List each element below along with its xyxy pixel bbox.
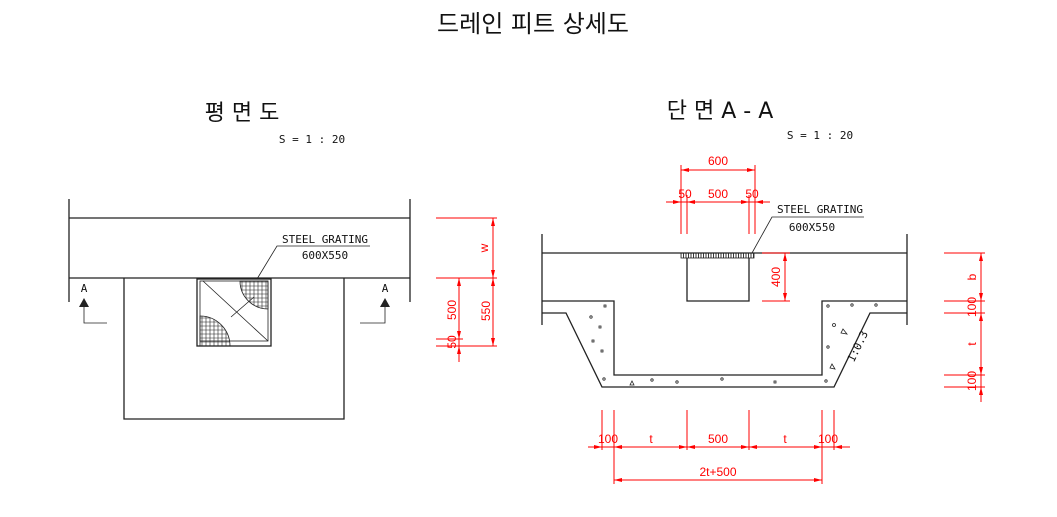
plan-scale: S = 1 : 20 xyxy=(279,133,345,146)
depth-dimension: 400 xyxy=(762,252,790,302)
plan-dimensions: w 500 550 50 xyxy=(436,217,497,362)
section-mark-right: A xyxy=(360,282,390,324)
svg-text:100: 100 xyxy=(818,432,838,446)
section-scale: S = 1 : 20 xyxy=(787,129,853,142)
svg-text:b: b xyxy=(965,273,979,280)
svg-text:t: t xyxy=(965,342,979,346)
section-heading: 단 면 A - A xyxy=(667,99,774,124)
section-top-dimensions: 600 50 500 50 xyxy=(666,154,770,234)
svg-text:100: 100 xyxy=(598,432,618,446)
svg-text:A: A xyxy=(81,282,88,295)
grating-section xyxy=(680,252,755,259)
svg-text:A: A xyxy=(382,282,389,295)
svg-text:500: 500 xyxy=(445,300,459,320)
svg-text:w: w xyxy=(477,243,491,253)
svg-text:100: 100 xyxy=(965,371,979,391)
section-view: 단 면 A - A S = 1 : 20 1:0.3 STEEL GRATING… xyxy=(541,99,985,484)
section-grating-label: STEEL GRATING xyxy=(777,203,863,216)
svg-text:t: t xyxy=(783,432,787,446)
drawing-title: 드레인 피트 상세도 xyxy=(437,10,629,38)
plan-grating-label: STEEL GRATING xyxy=(282,233,368,246)
svg-text:100: 100 xyxy=(965,297,979,317)
svg-text:50: 50 xyxy=(745,187,759,201)
svg-text:400: 400 xyxy=(769,267,783,287)
svg-text:550: 550 xyxy=(479,301,493,321)
plan-view: 평 면 도 S = 1 : 20 STEEL GRATING 600X550 A… xyxy=(68,101,497,420)
svg-text:500: 500 xyxy=(708,432,728,446)
plan-heading: 평 면 도 xyxy=(205,101,280,126)
svg-text:50: 50 xyxy=(445,335,459,349)
section-grating-size: 600X550 xyxy=(789,221,835,234)
slope-label: 1:0.3 xyxy=(845,329,871,364)
svg-text:2t+500: 2t+500 xyxy=(699,465,736,479)
grating-plan xyxy=(196,278,272,347)
plan-grating-size: 600X550 xyxy=(302,249,348,262)
svg-text:50: 50 xyxy=(678,187,692,201)
svg-text:600: 600 xyxy=(708,154,728,168)
svg-text:500: 500 xyxy=(708,187,728,201)
svg-text:t: t xyxy=(649,432,653,446)
section-bottom-dimensions: 100 t 500 t 100 2t+500 xyxy=(588,410,850,484)
section-right-dimensions: b 100 t 100 xyxy=(944,252,985,402)
concrete-aggregate xyxy=(589,303,878,386)
section-mark-left: A xyxy=(79,282,107,324)
